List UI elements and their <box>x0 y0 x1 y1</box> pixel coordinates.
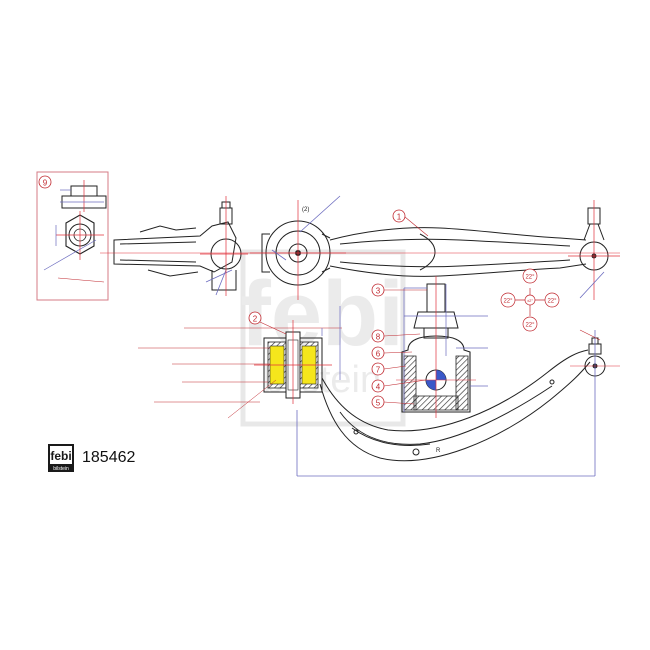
arm-top-view-left <box>113 196 248 296</box>
angle-top: 22° <box>525 275 535 281</box>
callout-2: 2 <box>253 315 258 324</box>
ball-joint-section <box>396 276 488 418</box>
callout-4: 4 <box>376 383 381 392</box>
logo-text: febi <box>50 449 71 463</box>
detail-9-box: 9 <box>36 171 109 301</box>
callout-5: 5 <box>376 399 381 408</box>
angle-diagram: ±2° 22° 22° 22° 22° <box>500 268 560 332</box>
callout-1-group: 1 <box>392 209 429 237</box>
svg-text:±2°: ±2° <box>527 298 533 303</box>
callout-9: 9 <box>43 179 48 188</box>
callouts-left-column: 3 8 6 7 4 5 <box>371 283 427 409</box>
angle-right: 22° <box>547 299 557 305</box>
febi-logo: febi bilstein <box>48 444 74 472</box>
angle-bottom: 22° <box>525 323 535 329</box>
callout-8: 8 <box>376 333 381 342</box>
part-number: 185462 <box>82 449 136 466</box>
bushing-section: 2 <box>138 306 342 419</box>
arm-side-view <box>296 329 620 477</box>
callout-6: 6 <box>376 350 381 359</box>
view-label: (2) <box>302 207 309 213</box>
side-mark: R <box>436 448 441 454</box>
callout-7: 7 <box>376 366 381 375</box>
callout-3: 3 <box>376 287 381 296</box>
logo-sub: bilstein <box>53 466 69 472</box>
angle-left: 22° <box>503 299 513 305</box>
callout-1: 1 <box>397 213 402 222</box>
